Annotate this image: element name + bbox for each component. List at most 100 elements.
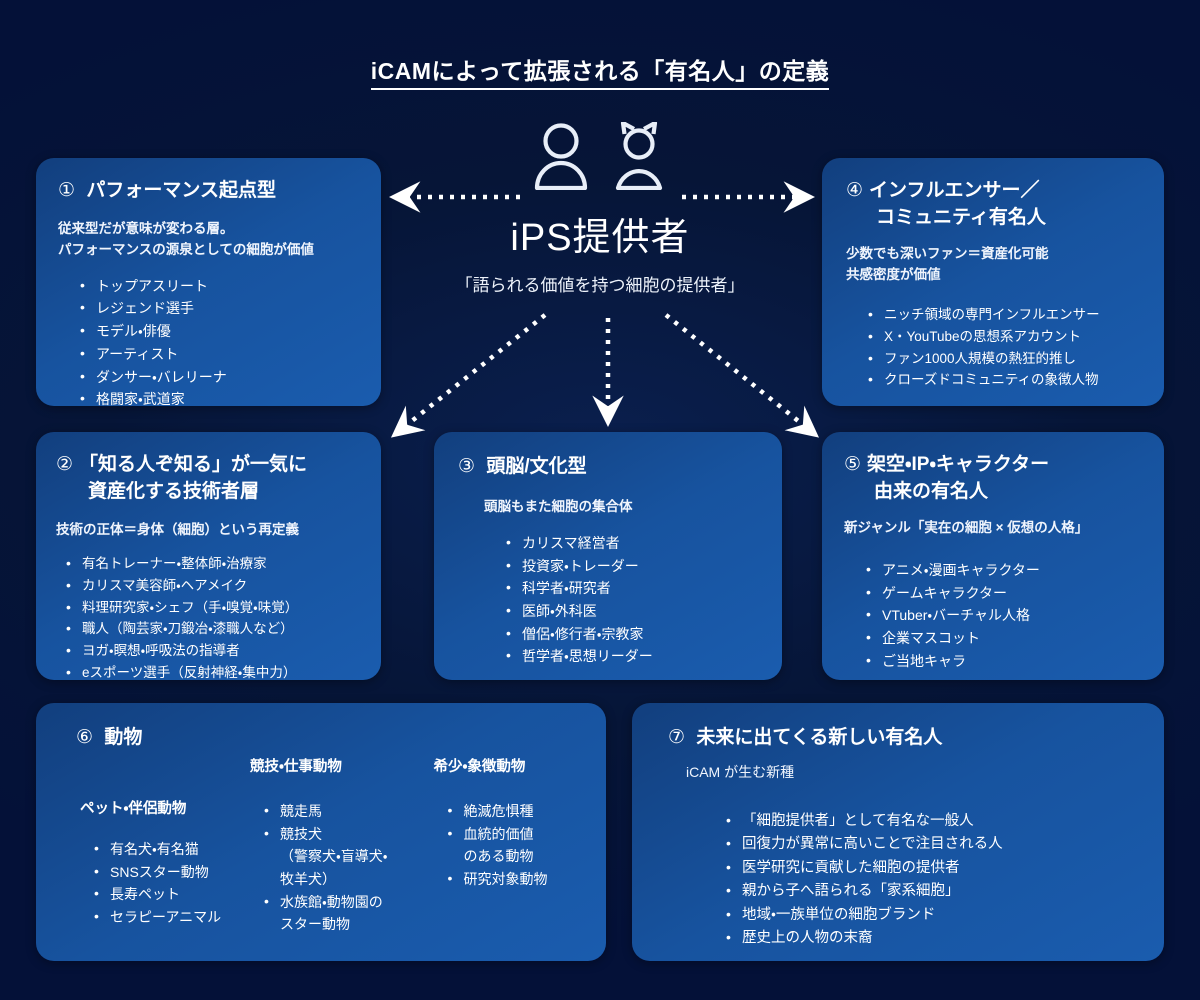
list-item: 血統的価値	[447, 822, 588, 846]
arrow-to-card5	[664, 313, 820, 438]
card-title: ① パフォーマンス起点型	[58, 178, 359, 205]
card-lead: 頭脳もまた細胞の集合体	[484, 497, 760, 518]
list-item: クローズドコミュニティの象徴人物	[868, 368, 1142, 391]
card-item-list: トップアスリート レジェンド選手 モデル・俳優 アーティスト ダンサー・バレリー…	[80, 274, 359, 406]
list-item: 絶滅危惧種	[447, 799, 588, 823]
card-title-text: コミュニティ有名人	[876, 206, 1046, 228]
list-item: 長寿ペット	[94, 882, 246, 906]
animal-column-working: 競技・仕事動物 競走馬 競技犬 （警察犬・盲導犬・ 牧羊犬） 水族館・動物園の …	[246, 725, 427, 936]
card-item-list: 有名犬・有名猫 SNSスター動物 長寿ペット セラピーアニマル	[94, 837, 246, 929]
card-title-text: 架空・IP・キャラクター	[867, 454, 1050, 475]
hub-title: iPS提供者	[510, 217, 690, 259]
card-item-list: 絶滅危惧種 血統的価値 のある動物 研究対象動物	[447, 799, 588, 891]
list-item: レジェンド選手	[80, 296, 359, 320]
list-item: 競技犬	[264, 822, 427, 846]
card-lead: 従来型だが意味が変わる層。 パフォーマンスの源泉としての細胞が価値	[58, 219, 359, 261]
list-item: 「細胞提供者」として有名な一般人	[726, 809, 1142, 833]
card-title: ②「知る人ぞ知る」が一気に 資産化する技術者層	[56, 452, 361, 506]
list-item: ニッチ領域の専門インフルエンサー	[868, 303, 1142, 326]
list-item: 格闘家・武道家	[80, 387, 359, 406]
card-lead: iCAM が生む新種	[686, 762, 1142, 784]
list-item: 哲学者・思想リーダー	[506, 644, 760, 668]
card-lead-line: 少数でも深いファン＝資産化可能	[846, 245, 1049, 261]
card-future-celebrities[interactable]: ⑦ 未来に出てくる新しい有名人 iCAM が生む新種 「細胞提供者」として有名な…	[632, 703, 1164, 961]
column-heading: 希少・象徴動物	[433, 759, 526, 775]
list-item-continuation: スター動物	[280, 916, 350, 933]
card-number: ⑥	[76, 727, 94, 748]
card-title-text: インフルエンサー／	[869, 180, 1040, 201]
list-item: 親から子へ語られる「家系細胞」	[726, 879, 1142, 903]
arrow-to-card2	[390, 313, 547, 438]
card-title: ⑥ 動物	[76, 725, 142, 752]
list-item: ファン1000人規模の熱狂的推し	[868, 347, 1142, 370]
card-lead-line: iCAM が生む新種	[686, 763, 795, 780]
list-item: トップアスリート	[80, 274, 359, 298]
card-item-list: ニッチ領域の専門インフルエンサー X・YouTubeの思想系アカウント ファン1…	[868, 303, 1142, 391]
card-number: ④	[846, 180, 864, 201]
card-title: ⑦ 未来に出てくる新しい有名人	[668, 725, 1142, 752]
card-performance-type[interactable]: ① パフォーマンス起点型 従来型だが意味が変わる層。 パフォーマンスの源泉として…	[36, 158, 381, 406]
list-item: アニメ・漫画キャラクター	[866, 558, 1144, 582]
list-item: SNSスター動物	[94, 860, 246, 884]
person-icon	[534, 123, 588, 190]
card-lead-line: 技術の正体＝身体（細胞）という再定義	[56, 521, 299, 537]
list-item: ご当地キャラ	[866, 649, 1144, 673]
card-lead-line: 頭脳もまた細胞の集合体	[484, 498, 633, 514]
list-item: 有名犬・有名猫	[94, 837, 246, 861]
list-item: セラピーアニマル	[94, 905, 246, 929]
animal-column-pets: ペット・伴侶動物 有名犬・有名猫 SNSスター動物 長寿ペット セラピーアニマル	[58, 725, 246, 936]
card-item-list: 「細胞提供者」として有名な一般人 回復力が異常に高いことで注目される人 医学研究…	[726, 809, 1142, 951]
list-item: 企業マスコット	[866, 626, 1144, 650]
list-item: 有名トレーナー・整体師・治療家	[66, 552, 361, 575]
list-item: モデル・俳優	[80, 319, 359, 343]
list-item: 医師・外科医	[506, 599, 760, 623]
hub-icon-group	[400, 118, 800, 190]
list-item: 僧侶・修行者・宗教家	[506, 622, 760, 646]
card-title: ③ 頭脳/文化型	[458, 454, 760, 481]
card-number: ⑦	[668, 727, 686, 748]
list-item-continuation: （警察犬・盲導犬・	[280, 848, 388, 865]
column-heading: 競技・仕事動物	[250, 759, 342, 775]
list-item-continuation: のある動物	[463, 848, 534, 865]
center-hub: iPS提供者 「語られる価値を持つ細胞の提供者」	[400, 118, 800, 296]
card-number: ①	[58, 180, 76, 201]
list-item: 研究対象動物	[447, 867, 588, 891]
list-item: X・YouTubeの思想系アカウント	[868, 325, 1142, 348]
list-item: 医学研究に貢献した細胞の提供者	[726, 856, 1142, 880]
list-item: 競走馬	[264, 799, 427, 823]
list-item: アーティスト	[80, 342, 359, 366]
card-animals[interactable]: ⑥ 動物 ペット・伴侶動物 有名犬・有名猫 SNSスター動物 長寿ペット セラピ…	[36, 703, 606, 961]
hub-subtitle: 「語られる価値を持つ細胞の提供者」	[455, 276, 745, 295]
list-item: 歴史上の人物の末裔	[726, 926, 1142, 950]
card-number: ⑤	[844, 454, 862, 475]
card-lead-line: 新ジャンル「実在の細胞 × 仮想の人格」	[844, 519, 1089, 535]
page-title: iCAMによって拡張される「有名人」の定義	[0, 52, 1200, 90]
list-item: 回復力が異常に高いことで注目される人	[726, 832, 1142, 856]
list-item: 投資家・トレーダー	[506, 554, 760, 578]
list-item: ヨガ・瞑想・呼吸法の指導者	[66, 639, 361, 662]
card-item-list: カリスマ経営者 投資家・トレーダー 科学者・研究者 医師・外科医 僧侶・修行者・…	[506, 531, 760, 668]
list-item: ゲームキャラクター	[866, 581, 1144, 605]
card-item-list: アニメ・漫画キャラクター ゲームキャラクター VTuber・バーチャル人格 企業…	[866, 558, 1144, 673]
card-title-text: 未来に出てくる新しい有名人	[696, 727, 943, 748]
card-title-text: パフォーマンス起点型	[86, 180, 276, 201]
list-item: eスポーツ選手（反射神経・集中力）	[66, 661, 361, 680]
card-lead-line: 従来型だが意味が変わる層。	[58, 220, 234, 236]
card-item-list: 有名トレーナー・整体師・治療家 カリスマ美容師・ヘアメイク 料理研究家・シェフ（…	[66, 552, 361, 680]
list-item-continuation: 牧羊犬）	[280, 871, 336, 888]
page-title-text: iCAMによって拡張される「有名人」の定義	[370, 58, 830, 90]
list-item: カリスマ美容師・ヘアメイク	[66, 574, 361, 597]
list-item: VTuber・バーチャル人格	[866, 603, 1144, 627]
card-number: ③	[458, 456, 476, 477]
card-lead-line: 共感密度が価値	[846, 266, 941, 282]
card-lead-line: パフォーマンスの源泉としての細胞が価値	[58, 241, 314, 257]
card-lead: 技術の正体＝身体（細胞）という再定義	[56, 520, 361, 541]
list-item: 地域・一族単位の細胞ブランド	[726, 903, 1142, 927]
list-item: 料理研究家・シェフ（手・嗅覚・味覚）	[66, 596, 361, 619]
card-brain-culture[interactable]: ③ 頭脳/文化型 頭脳もまた細胞の集合体 カリスマ経営者 投資家・トレーダー 科…	[434, 432, 782, 680]
card-hidden-technicians[interactable]: ②「知る人ぞ知る」が一気に 資産化する技術者層 技術の正体＝身体（細胞）という再…	[36, 432, 381, 680]
